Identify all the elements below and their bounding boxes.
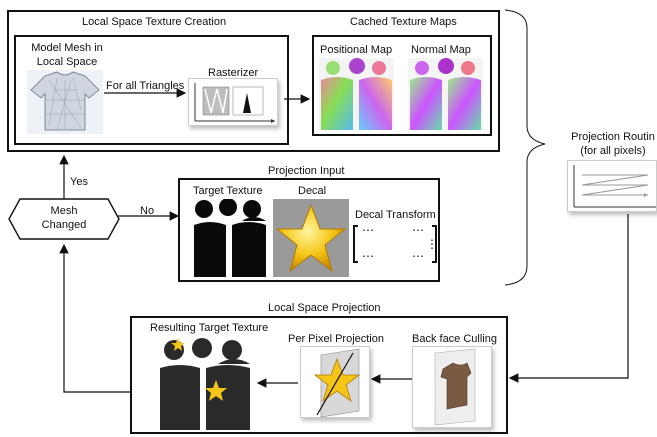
no-label: No — [140, 205, 155, 217]
local-space-title: Local Space Texture Creation — [82, 16, 227, 28]
normal-map-image — [408, 58, 483, 130]
routine-label-line2: (for all pixels) — [580, 145, 646, 157]
mesh-label-line1: Model Mesh in — [31, 42, 103, 54]
decision-line2: Changed — [41, 219, 87, 231]
per-pixel-card — [300, 346, 370, 418]
normal-map-label: Normal Map — [411, 44, 471, 56]
svg-text:⋮: ⋮ — [426, 237, 438, 251]
mesh-subpanel — [14, 35, 289, 145]
projection-input-panel — [178, 178, 440, 282]
routine-card — [567, 160, 657, 212]
positional-map-label: Positional Map — [320, 44, 393, 56]
rasterizer-card — [188, 78, 278, 126]
per-pixel-label: Per Pixel Projection — [288, 333, 384, 345]
decision-line1: Mesh — [50, 205, 78, 217]
back-face-label: Back face Culling — [412, 333, 497, 345]
decal-transform-label: Decal Transform — [355, 209, 436, 221]
resulting-label: Resulting Target Texture — [150, 322, 269, 334]
rasterizer-label: Rasterizer — [208, 67, 259, 79]
mesh-label-line2: Local Space — [36, 56, 98, 68]
positional-map-image — [319, 58, 394, 130]
svg-text:⋯: ⋯ — [362, 249, 374, 263]
local-projection-title: Local Space Projection — [268, 302, 381, 314]
per-pixel-graphic — [313, 348, 361, 418]
decal-transform-matrix: ⋯ ⋯ ⋯ ⋯ ⋮ — [352, 223, 438, 264]
resulting-texture-image — [158, 338, 252, 430]
target-texture-label: Target Texture — [193, 185, 263, 197]
local-space-panel — [7, 10, 500, 152]
cached-title: Cached Texture Maps — [350, 16, 457, 28]
svg-text:⋯: ⋯ — [412, 224, 424, 237]
routine-arrow — [508, 214, 629, 383]
local-projection-panel — [130, 316, 508, 434]
target-texture-image — [192, 198, 268, 277]
routine-label-line1: Projection Routin — [571, 131, 655, 143]
yes-label: Yes — [70, 176, 88, 188]
decal-image — [273, 199, 349, 277]
tshirt-mesh-image — [27, 70, 103, 134]
projection-input-title: Projection Input — [268, 165, 345, 177]
mesh-changed-decision — [8, 198, 120, 240]
brace — [504, 9, 546, 286]
scanline-graphic — [573, 165, 656, 208]
svg-text:⋯: ⋯ — [412, 249, 424, 263]
decal-label: Decal — [298, 185, 327, 197]
cached-panel — [312, 35, 492, 136]
back-face-card — [412, 346, 492, 428]
svg-text:⋯: ⋯ — [362, 224, 374, 237]
for-all-triangles-label: For all Triangles — [106, 80, 185, 92]
back-face-graphic — [434, 348, 476, 426]
rasterizer-graphic — [194, 83, 275, 123]
loop-arrow — [59, 243, 130, 393]
